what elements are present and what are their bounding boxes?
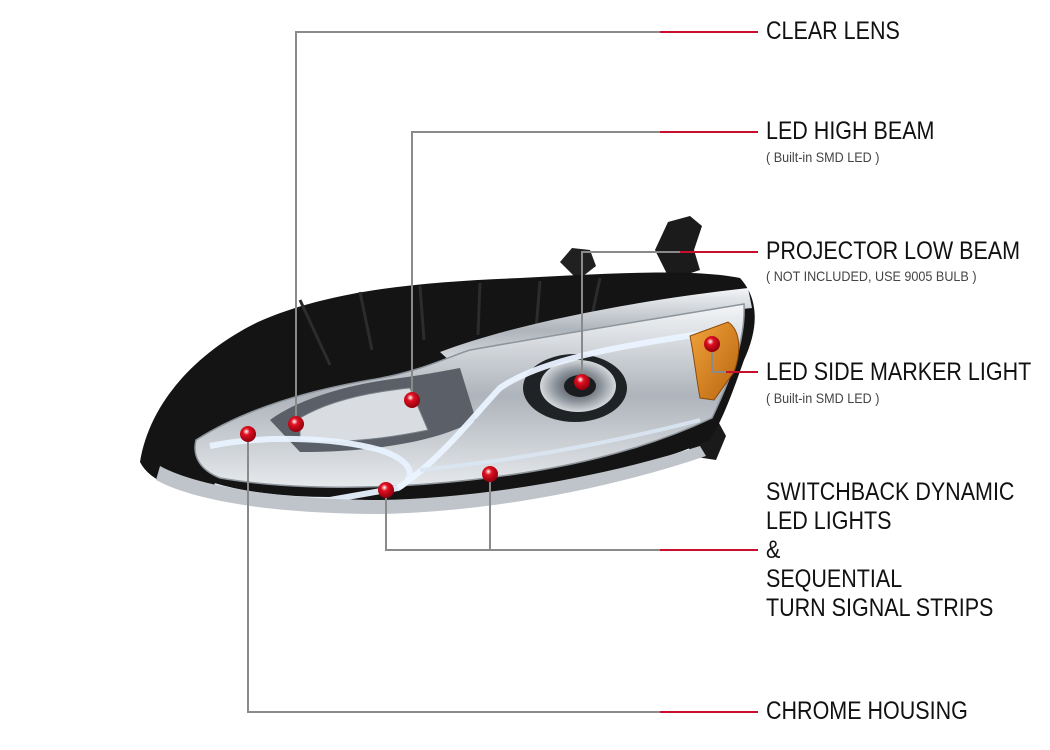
label-chrome-housing: CHROME HOUSING [766,697,968,725]
dot-chrome-housing [240,426,256,442]
dot-projector-low-beam [574,374,590,390]
label-switchback: SWITCHBACK DYNAMIC LED LIGHTS & SEQUENTI… [766,478,1014,623]
dot-led-side-marker [704,336,720,352]
dot-switchback-left [378,482,394,498]
projector-module [523,354,627,422]
sequential-turn-strip [419,418,701,472]
leader-switchback [385,490,758,551]
mounting-tab-top [560,248,596,280]
dot-switchback-right [482,466,498,482]
amber-side-marker [689,321,740,401]
label-projector-low-beam: PROJECTOR LOW BEAM [766,237,1021,265]
label-led-high-beam: LED HIGH BEAM [766,117,935,145]
switchback-line-5: TURN SIGNAL STRIPS [766,594,994,622]
dot-led-high-beam [404,392,420,408]
label-clear-lens: CLEAR LENS [766,17,900,45]
leader-led-high-beam [411,131,758,400]
leader-clear-lens [295,31,758,424]
note-led-high-beam: ( Built-in SMD LED ) [766,149,880,165]
note-led-side-marker: ( Built-in SMD LED ) [766,390,880,406]
note-projector-low-beam: ( NOT INCLUDED, USE 9005 BULB ) [766,268,977,284]
switchback-line-1: SWITCHBACK DYNAMIC [766,478,1015,506]
callout-dots [240,336,720,498]
switchback-line-3: & [766,536,781,564]
dot-clear-lens [288,416,304,432]
switchback-line-2: LED LIGHTS [766,507,892,535]
leader-chrome-housing [247,434,758,713]
frame-rib [298,277,602,366]
switchback-line-4: SEQUENTIAL [766,565,903,593]
chrome-lower-lip [156,446,706,514]
headlight-housing [140,216,755,514]
switchback-led-strip-upper [396,331,701,491]
mounting-tab-rear [655,216,702,280]
leader-lines [247,31,758,713]
label-led-side-marker: LED SIDE MARKER LIGHT [766,358,1032,386]
